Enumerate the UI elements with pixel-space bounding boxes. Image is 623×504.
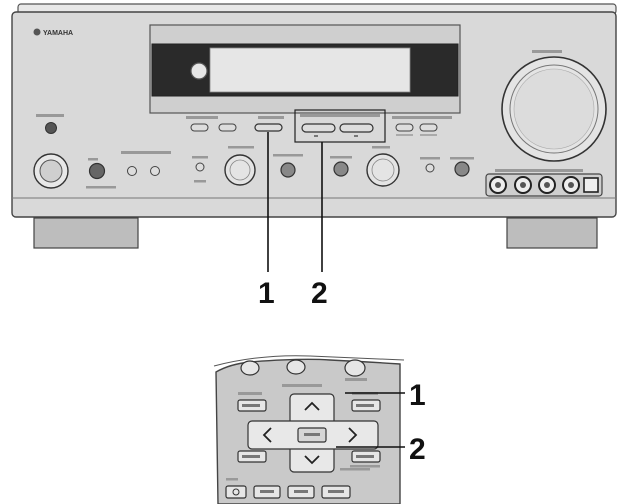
standby-label-mark [36,114,64,117]
receiver-callout-2: 2 [311,277,328,310]
speakers-label-mark [121,151,171,154]
remote-return-button-label [242,455,260,458]
input-knob-ring [371,158,395,182]
tuning-mode-button[interactable] [254,123,283,132]
receiver-right-foot [506,217,598,249]
audio-select-button-left[interactable] [395,123,414,132]
volume-knob-face [513,68,595,150]
rewind-icon [260,490,274,493]
program-knob-ring [229,159,251,181]
tuning-mode-label-mark [258,116,284,119]
preset-tuning-down-button[interactable] [301,123,336,133]
display-screen [209,47,411,93]
phones-label-mark [88,158,98,161]
program-label-mark [228,146,254,149]
remote-rec-label-mark [226,478,238,481]
fast-forward-icon [294,490,308,493]
preset-tuning-up-button[interactable] [339,123,374,133]
audio-select-sub-label-left [396,134,413,136]
speakers-a-button[interactable] [127,166,137,176]
remote-control: 1 2 [213,355,426,504]
input-label-mark [372,146,390,149]
preset-button-right[interactable] [218,123,237,132]
chevron-right-icon[interactable] [348,427,358,443]
remote-top-button-left[interactable] [240,360,260,376]
receiver-callout-1: 1 [258,277,275,310]
remote-callout-1: 1 [409,379,426,412]
remote-dpad-bottom-label-mark [340,468,370,471]
remote-display-button-label [356,455,374,458]
audio-select-label-mark [392,116,452,119]
preset-tuning-label-mark [300,114,380,117]
remote-enter-button-label [304,433,320,436]
audio-select-sub-label-right [420,134,437,136]
brand-logo: YAMAHA [43,30,73,37]
remote-title-button-label [242,404,260,407]
chevron-down-icon[interactable] [304,455,320,465]
remote-preset-label-mark [282,384,322,387]
receiver-left-foot [33,217,139,249]
remote-rec-button[interactable] [225,485,247,499]
remote-callout-2: 2 [409,433,426,466]
remote-audio-button-label [328,490,344,493]
speakers-b-button[interactable] [150,166,160,176]
tone-control-label-mark [273,154,303,157]
preset-button-left[interactable] [190,123,209,132]
silent-cinema-label-mark [86,186,116,189]
yamaha-logo-icon [33,28,41,36]
remote-torn-edge [213,355,405,367]
program-knob[interactable] [224,154,256,186]
power-button-inner [39,159,63,183]
zone-control-button[interactable] [454,161,470,177]
preset-tuning-highlight-box [294,109,386,143]
preset-tuning-plus-mark [354,135,358,137]
aux-video-jack-center [495,182,501,188]
straight-button[interactable] [195,162,205,172]
multi-zone-label-mark [420,157,440,160]
multi-zone-button[interactable] [425,163,435,173]
phones-jack[interactable] [88,162,106,180]
aux-optical-jack[interactable] [583,177,599,193]
straight-label-mark [192,156,208,159]
remote-level-label-mark [238,392,262,395]
remote-on-screen-label-mark [350,465,380,468]
receiver-front-panel: YAMAHA [11,3,617,310]
record-icon [232,488,240,496]
remote-sensor-icon [190,62,208,80]
volume-label-mark [532,50,562,53]
remote-menu-button-label [356,404,374,407]
chevron-up-icon[interactable] [304,401,320,411]
audio-select-button-right[interactable] [419,123,438,132]
effect-label-mark [194,180,206,183]
tone-control-button[interactable] [280,162,296,178]
volume-knob-inner-ring [509,64,599,154]
video-aux-label-mark [495,169,583,172]
remote-top-button-middle[interactable] [286,359,306,375]
memory-button[interactable] [333,161,349,177]
memory-label-mark [330,156,352,159]
remote-effect-label-mark [345,378,367,381]
preset-label-mark [186,116,218,119]
preset-tuning-minus-mark [314,135,318,137]
zone-control-label-mark [450,157,474,160]
aux-audio-left-jack-center [520,182,526,188]
standby-button[interactable] [45,122,57,134]
chevron-left-icon[interactable] [262,427,272,443]
aux-svideo-jack-center [568,182,574,188]
remote-effect-button[interactable] [344,359,366,377]
aux-audio-right-jack-center [544,182,550,188]
